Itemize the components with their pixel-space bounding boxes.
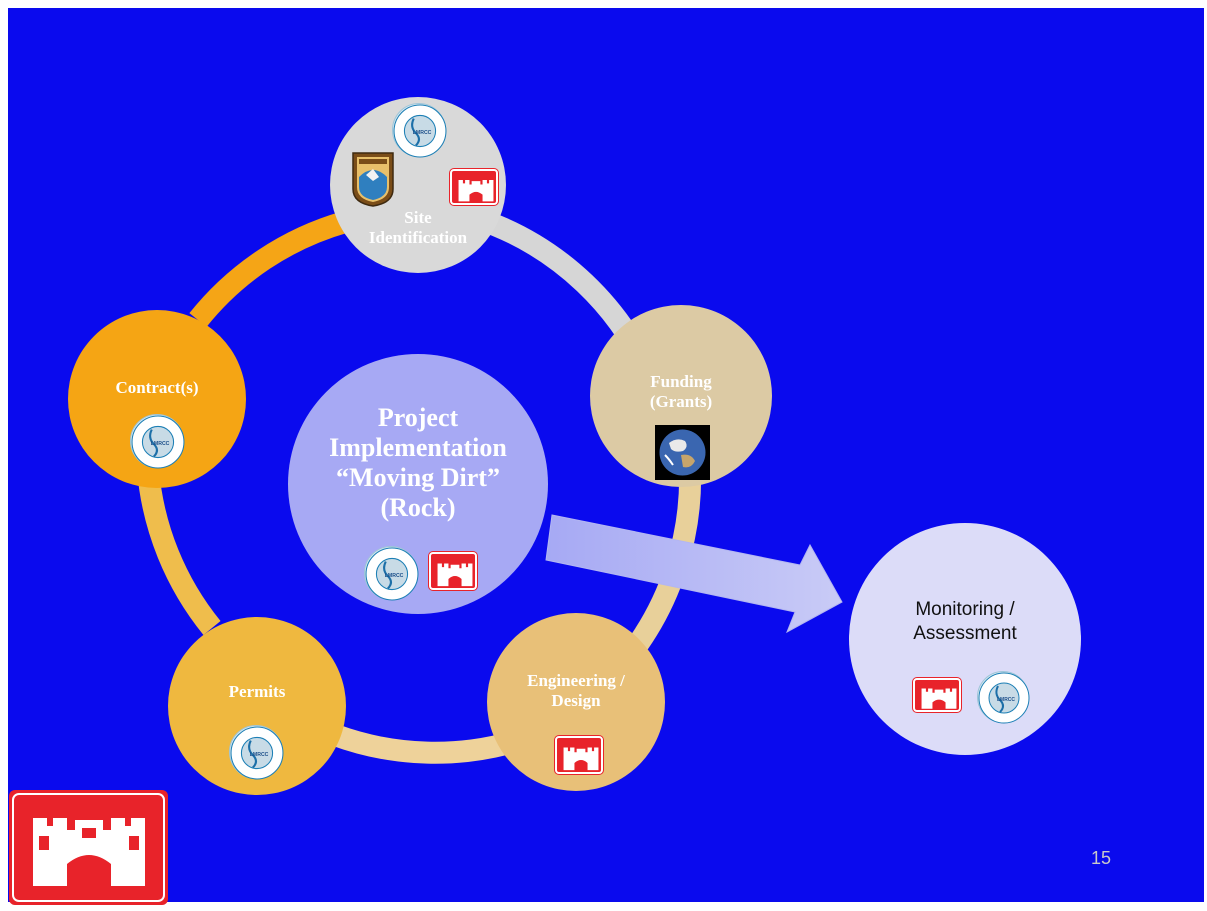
usace-castle-logo	[913, 678, 961, 712]
svg-text:LMRCC: LMRCC	[385, 573, 404, 579]
svg-text:LMRCC: LMRCC	[250, 752, 269, 758]
ring-arc-permits-contracts	[137, 468, 221, 635]
engineering-label-line1: Engineering /	[527, 671, 625, 691]
lmrcc-logo: LMRCC	[130, 414, 185, 469]
site-label-line2: Identification	[368, 228, 468, 247]
node-permits: Permits LMRCC	[168, 617, 346, 795]
svg-text:LMRCC: LMRCC	[997, 697, 1015, 703]
site-label-line1: Site	[404, 208, 432, 228]
arrow-to-monitoring	[545, 514, 843, 634]
node-site-identification: LMRCC Site Identification	[330, 97, 506, 273]
engineering-label-line2: Design	[551, 691, 601, 710]
node-monitoring-assessment: Monitoring / Assessment LMRCC	[849, 523, 1081, 755]
lmrcc-logo: LMRCC	[392, 103, 447, 158]
ring-arc-contracts-site	[189, 211, 349, 327]
ring-arc-engineering-permits	[331, 724, 524, 764]
usace-castle-logo-large	[9, 790, 168, 905]
center-label-line1: Project	[377, 403, 459, 433]
node-engineering-design: Engineering / Design	[487, 613, 665, 791]
center-label-line2: Implementation	[329, 433, 507, 463]
permits-label: Permits	[228, 682, 286, 702]
monitoring-label-line2: Assessment	[913, 623, 1017, 644]
lmrcc-logo: LMRCC	[229, 725, 284, 780]
svg-text:LMRCC: LMRCC	[151, 441, 170, 447]
usfws-logo	[351, 151, 395, 207]
earth-image	[655, 425, 710, 480]
node-funding: Funding (Grants)	[590, 305, 772, 487]
contracts-label: Contract(s)	[115, 378, 199, 398]
page-number: 15	[1091, 848, 1112, 868]
usace-castle-logo	[450, 169, 498, 205]
lmrcc-logo: LMRCC	[977, 671, 1030, 724]
center-label-line4: (Rock)	[380, 492, 456, 522]
node-contracts: Contract(s) LMRCC	[68, 310, 246, 488]
usace-castle-logo	[429, 552, 477, 590]
svg-text:LMRCC: LMRCC	[413, 130, 432, 136]
funding-label-line2: (Grants)	[649, 392, 713, 411]
lmrcc-logo: LMRCC	[364, 546, 419, 601]
usace-castle-logo	[555, 736, 603, 774]
monitoring-label-line1: Monitoring /	[915, 599, 1015, 621]
funding-label-line1: Funding	[650, 372, 712, 392]
node-project-implementation: Project Implementation “Moving Dirt” (Ro…	[288, 354, 548, 614]
center-label-line3: “Moving Dirt”	[336, 463, 500, 492]
